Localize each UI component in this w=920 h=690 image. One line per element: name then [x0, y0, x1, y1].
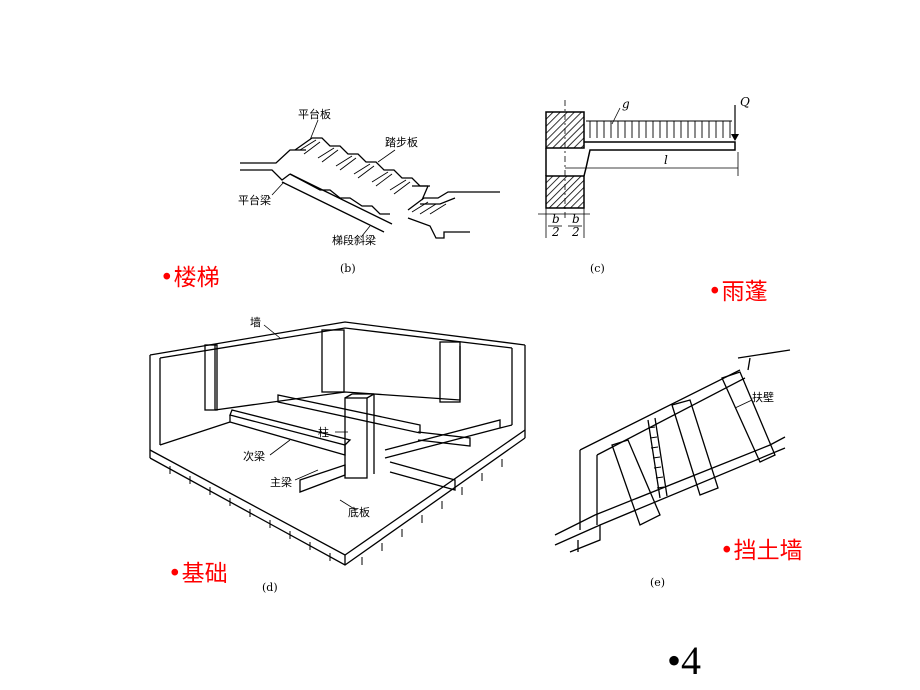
foundation-column-label: 柱: [318, 425, 329, 439]
retaining-caption: (e): [650, 576, 666, 589]
stair-caption: (b): [340, 262, 356, 275]
canopy-b1-bottom: 2: [551, 225, 560, 239]
retaining-title: •挡土墙: [720, 538, 803, 564]
foundation-secondary-beam-label: 次梁: [243, 449, 265, 463]
canopy-b2-bottom: 2: [571, 225, 580, 239]
canopy-title: •雨蓬: [708, 279, 768, 305]
retaining-buttress-label: 扶壁: [752, 390, 774, 404]
canopy-caption: (c): [590, 262, 605, 275]
page-number: •4: [667, 638, 702, 683]
canopy-l-label: l: [664, 153, 668, 167]
canopy-b2-top: b: [572, 212, 580, 226]
stair-stringer-label: 梯段斜梁: [332, 233, 376, 247]
stair-tread-slab-label: 踏步板: [385, 135, 418, 149]
foundation-base-slab-label: 底板: [348, 505, 370, 519]
foundation-caption: (d): [262, 581, 278, 594]
stair-platform-beam-label: 平台梁: [238, 193, 271, 207]
canopy-b1-top: b: [552, 212, 560, 226]
canopy-Q-label: Q: [740, 95, 750, 109]
canopy-g-label: g: [622, 97, 630, 111]
foundation-main-beam-label: 主梁: [270, 475, 292, 489]
stair-platform-slab-label: 平台板: [298, 107, 331, 121]
foundation-wall-label: 墙: [250, 315, 261, 329]
foundation-title: •基础: [168, 561, 228, 587]
stair-title: •楼梯: [160, 265, 220, 291]
